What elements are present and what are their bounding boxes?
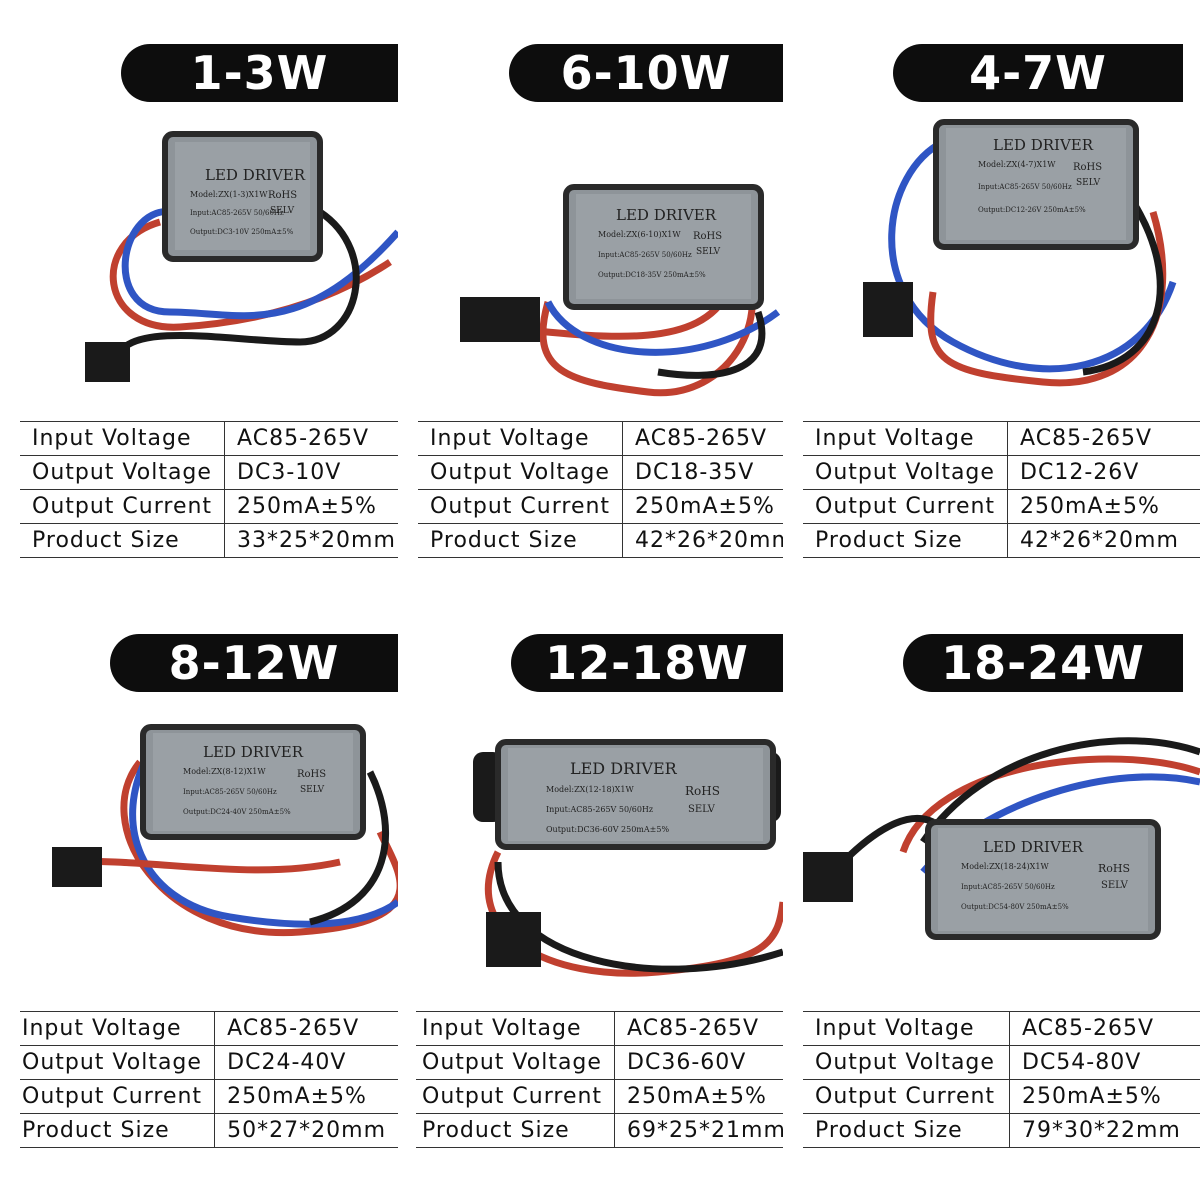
svg-text:SELV: SELV [688, 804, 716, 815]
svg-text:RoHS: RoHS [297, 769, 326, 780]
driver-photo: LED DRIVER Model:ZX(8-12)X1W Input:AC85-… [52, 724, 398, 937]
wattage-badge: 4-7W [893, 44, 1183, 102]
svg-text:Output:DC18-35V 250mA±5%: Output:DC18-35V 250mA±5% [598, 271, 706, 279]
product-card: 4-7W LED DRIVER Model:ZX(4-7)X1W Input:A… [783, 0, 1200, 600]
label-brand: LED DRIVER [205, 166, 306, 184]
wattage-badge: 8-12W [110, 634, 398, 692]
wattage-badge: 6-10W [509, 44, 783, 102]
product-card: 12-18W LED DRIVER Model:ZX(12-18)X1W Inp… [398, 590, 783, 1200]
svg-text:SELV: SELV [696, 247, 721, 257]
svg-text:Output:DC24-40V 250mA±5%: Output:DC24-40V 250mA±5% [183, 808, 291, 816]
wattage-badge: 1-3W [121, 44, 398, 102]
driver-photo: LED DRIVER Model:ZX(6-10)X1W Input:AC85-… [460, 184, 781, 397]
driver-photo: LED DRIVER Model:ZX(4-7)X1W Input:AC85-2… [863, 119, 1177, 387]
svg-text:Input:AC85-265V 50/60Hz: Input:AC85-265V 50/60Hz [190, 209, 284, 217]
svg-text:RoHS: RoHS [1073, 162, 1102, 173]
svg-text:Input:AC85-265V 50/60Hz: Input:AC85-265V 50/60Hz [546, 805, 653, 814]
svg-text:SELV: SELV [1076, 178, 1101, 188]
svg-text:SELV: SELV [300, 785, 325, 795]
svg-text:Input:AC85-265V 50/60Hz: Input:AC85-265V 50/60Hz [978, 183, 1072, 191]
svg-text:Input:AC85-265V 50/60Hz: Input:AC85-265V 50/60Hz [961, 883, 1055, 891]
svg-text:Output:DC36-60V 250mA±5%: Output:DC36-60V 250mA±5% [546, 825, 669, 834]
wattage-badge: 12-18W [511, 634, 783, 692]
svg-text:Input:AC85-265V 50/60Hz: Input:AC85-265V 50/60Hz [183, 788, 277, 796]
svg-text:Model:ZX(18-24)X1W: Model:ZX(18-24)X1W [961, 862, 1049, 871]
svg-text:Model:ZX(6-10)X1W: Model:ZX(6-10)X1W [598, 230, 681, 239]
svg-text:Input:AC85-265V 50/60Hz: Input:AC85-265V 50/60Hz [598, 251, 692, 259]
svg-text:Output:DC12-26V 250mA±5%: Output:DC12-26V 250mA±5% [978, 206, 1086, 214]
svg-text:RoHS: RoHS [268, 190, 297, 201]
svg-text:Model:ZX(1-3)X1W: Model:ZX(1-3)X1W [190, 190, 268, 199]
wattage-badge: 18-24W [903, 634, 1183, 692]
svg-text:SELV: SELV [1101, 880, 1129, 891]
svg-text:Model:ZX(12-18)X1W: Model:ZX(12-18)X1W [546, 785, 634, 794]
svg-text:Model:ZX(8-12)X1W: Model:ZX(8-12)X1W [183, 767, 266, 776]
svg-text:RoHS: RoHS [1098, 862, 1130, 875]
svg-text:LED DRIVER: LED DRIVER [616, 206, 717, 224]
product-card: 18-24W LED DRIVER Model:ZX(18-24)X1W Inp… [783, 590, 1200, 1200]
svg-text:Output:DC54-80V 250mA±5%: Output:DC54-80V 250mA±5% [961, 903, 1069, 911]
driver-photo: LED DRIVER Model:ZX(12-18)X1W Input:AC85… [473, 739, 783, 977]
driver-photo: LED DRIVER Model:ZX(18-24)X1W Input:AC85… [803, 737, 1200, 940]
svg-text:Output:DC3-10V 250mA±5%: Output:DC3-10V 250mA±5% [190, 228, 294, 236]
driver-photo: LED DRIVER Model:ZX(1-3)X1W Input:AC85-2… [85, 131, 398, 382]
svg-text:RoHS: RoHS [685, 784, 720, 798]
svg-text:RoHS: RoHS [693, 231, 722, 242]
svg-text:LED DRIVER: LED DRIVER [203, 743, 304, 761]
product-card: 6-10W LED DRIVER Model:ZX(6-10)X1W Input… [398, 0, 783, 600]
product-card: 8-12W LED DRIVER Model:ZX(8-12)X1W Input… [0, 590, 398, 1200]
product-card: 1-3W LED DRIVER Model:ZX(1-3)X1W Input:A… [0, 0, 398, 600]
svg-text:LED DRIVER: LED DRIVER [983, 838, 1084, 856]
svg-text:Model:ZX(4-7)X1W: Model:ZX(4-7)X1W [978, 160, 1056, 169]
svg-text:LED DRIVER: LED DRIVER [570, 759, 678, 778]
svg-text:SELV: SELV [270, 206, 295, 216]
svg-text:LED DRIVER: LED DRIVER [993, 136, 1094, 154]
